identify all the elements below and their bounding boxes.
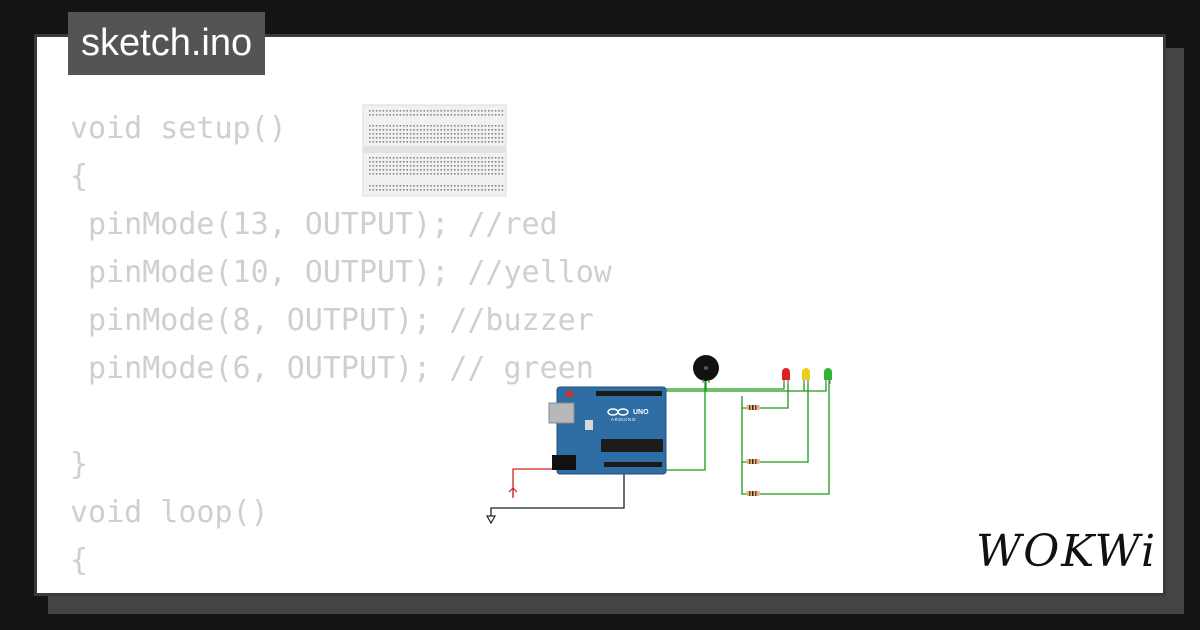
code-line: pinMode(6, OUTPUT); // green <box>70 351 594 386</box>
wire-power <box>512 468 560 497</box>
code-line: } <box>70 447 89 482</box>
code-line: void loop() <box>70 495 269 530</box>
code-line: void setup() <box>70 111 287 146</box>
file-name-tab: sketch.ino <box>68 12 266 75</box>
wire-ground <box>490 472 625 516</box>
resistor-yellow <box>746 459 760 464</box>
board-brand-label: ARDUINO <box>611 417 636 422</box>
ground-icon <box>485 515 497 525</box>
wire-red-led <box>741 380 789 409</box>
arduino-uno-board: UNO ARDUINO <box>548 386 667 475</box>
led-green <box>824 368 832 384</box>
code-line: { <box>70 159 89 194</box>
power-icon <box>508 487 518 498</box>
board-model-label: UNO <box>633 409 649 416</box>
code-line: { <box>70 543 89 578</box>
wokwi-logo: WOKWi <box>976 526 1158 577</box>
wire-gnd-rail <box>662 380 785 390</box>
led-red <box>782 368 790 384</box>
wire-green-led <box>741 380 830 495</box>
code-line: pinMode(13, OUTPUT); //red <box>70 207 558 242</box>
resistor-red <box>746 405 760 410</box>
wire-yellow-led <box>741 380 809 463</box>
code-line: pinMode(8, OUTPUT); //buzzer <box>70 303 594 338</box>
code-line: pinMode(10, OUTPUT); //yellow <box>70 255 612 290</box>
wire-buzzer-signal <box>662 380 706 471</box>
resistor-green <box>746 491 760 496</box>
led-yellow <box>802 368 810 384</box>
resistors <box>746 405 760 496</box>
breadboard-icon <box>362 104 507 197</box>
code-line: digitalWrite(13, HIGH); //RED <box>70 585 612 593</box>
buzzer-icon <box>693 355 719 383</box>
preview-card: void setup() { pinMode(13, OUTPUT); //red… <box>34 34 1166 596</box>
code-preview: void setup() { pinMode(13, OUTPUT); //red… <box>70 105 612 593</box>
